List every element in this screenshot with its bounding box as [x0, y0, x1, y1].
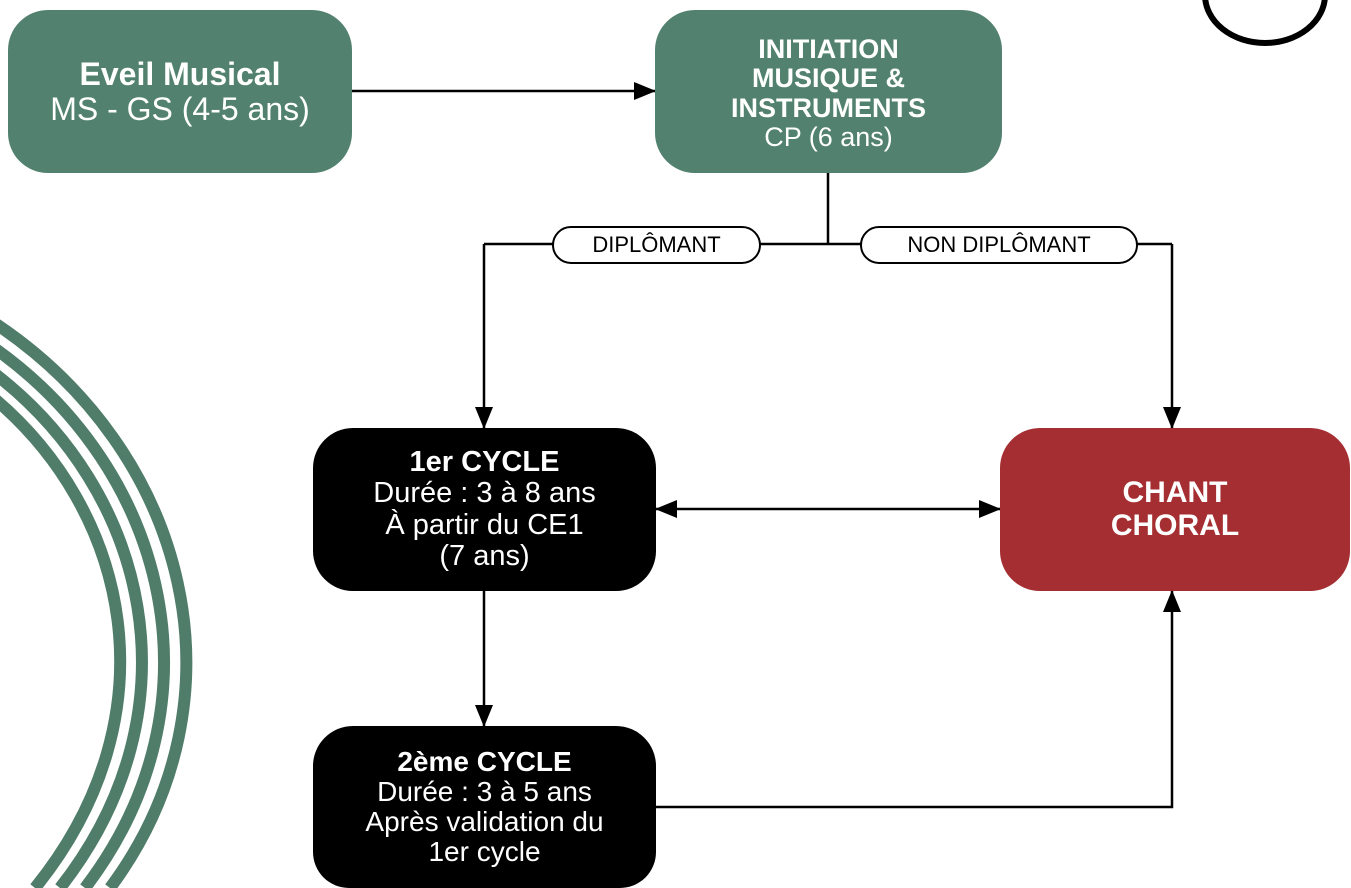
node-2eme-cycle: 2ème CYCLE Durée : 3 à 5 ans Après valid…: [313, 726, 656, 888]
node-chant-choral: CHANT CHORAL: [1000, 428, 1350, 591]
decorative-arcs: [0, 319, 193, 888]
arc-1: [0, 319, 193, 888]
initiation-title-line3: INSTRUMENTS: [731, 92, 926, 123]
arc-3: [0, 370, 148, 888]
arrow-cycle2-to-choral: [656, 590, 1181, 809]
cycle2-line2: Après validation du: [365, 806, 604, 837]
choral-title-line2: CHORAL: [1110, 508, 1240, 542]
arc-4: [0, 395, 127, 888]
cycle2-title: 2ème CYCLE: [397, 745, 572, 777]
choral-title-line1: CHANT: [1122, 476, 1228, 510]
cycle2-line3: 1er cycle: [428, 836, 541, 868]
initiation-title-line1: INITIATION: [758, 34, 899, 65]
initiation-subtitle: CP (6 ans): [764, 121, 893, 152]
node-eveil-musical: Eveil Musical MS - GS (4-5 ans): [8, 10, 352, 173]
cycle2-line1: Durée : 3 à 5 ans: [377, 775, 592, 807]
label-non-diplomant: NON DIPLÔMANT: [860, 226, 1138, 264]
node-initiation-musique: INITIATION MUSIQUE & INSTRUMENTS CP (6 a…: [655, 10, 1002, 173]
cycle1-title: 1er CYCLE: [409, 445, 560, 478]
arc-2: [0, 344, 170, 888]
initiation-title-line2: MUSIQUE &: [751, 63, 905, 94]
eveil-subtitle: MS - GS (4-5 ans): [50, 90, 310, 127]
node-1er-cycle: 1er CYCLE Durée : 3 à 8 ans À partir du …: [313, 428, 656, 591]
cycle1-line2: À partir du CE1: [385, 508, 584, 541]
eveil-title: Eveil Musical: [79, 55, 281, 92]
cycle1-line1: Durée : 3 à 8 ans: [373, 477, 596, 510]
cycle1-line3: (7 ans): [439, 539, 530, 572]
label-diplomant: DIPLÔMANT: [552, 226, 761, 264]
corner-circle-decoration: [1202, 0, 1328, 46]
